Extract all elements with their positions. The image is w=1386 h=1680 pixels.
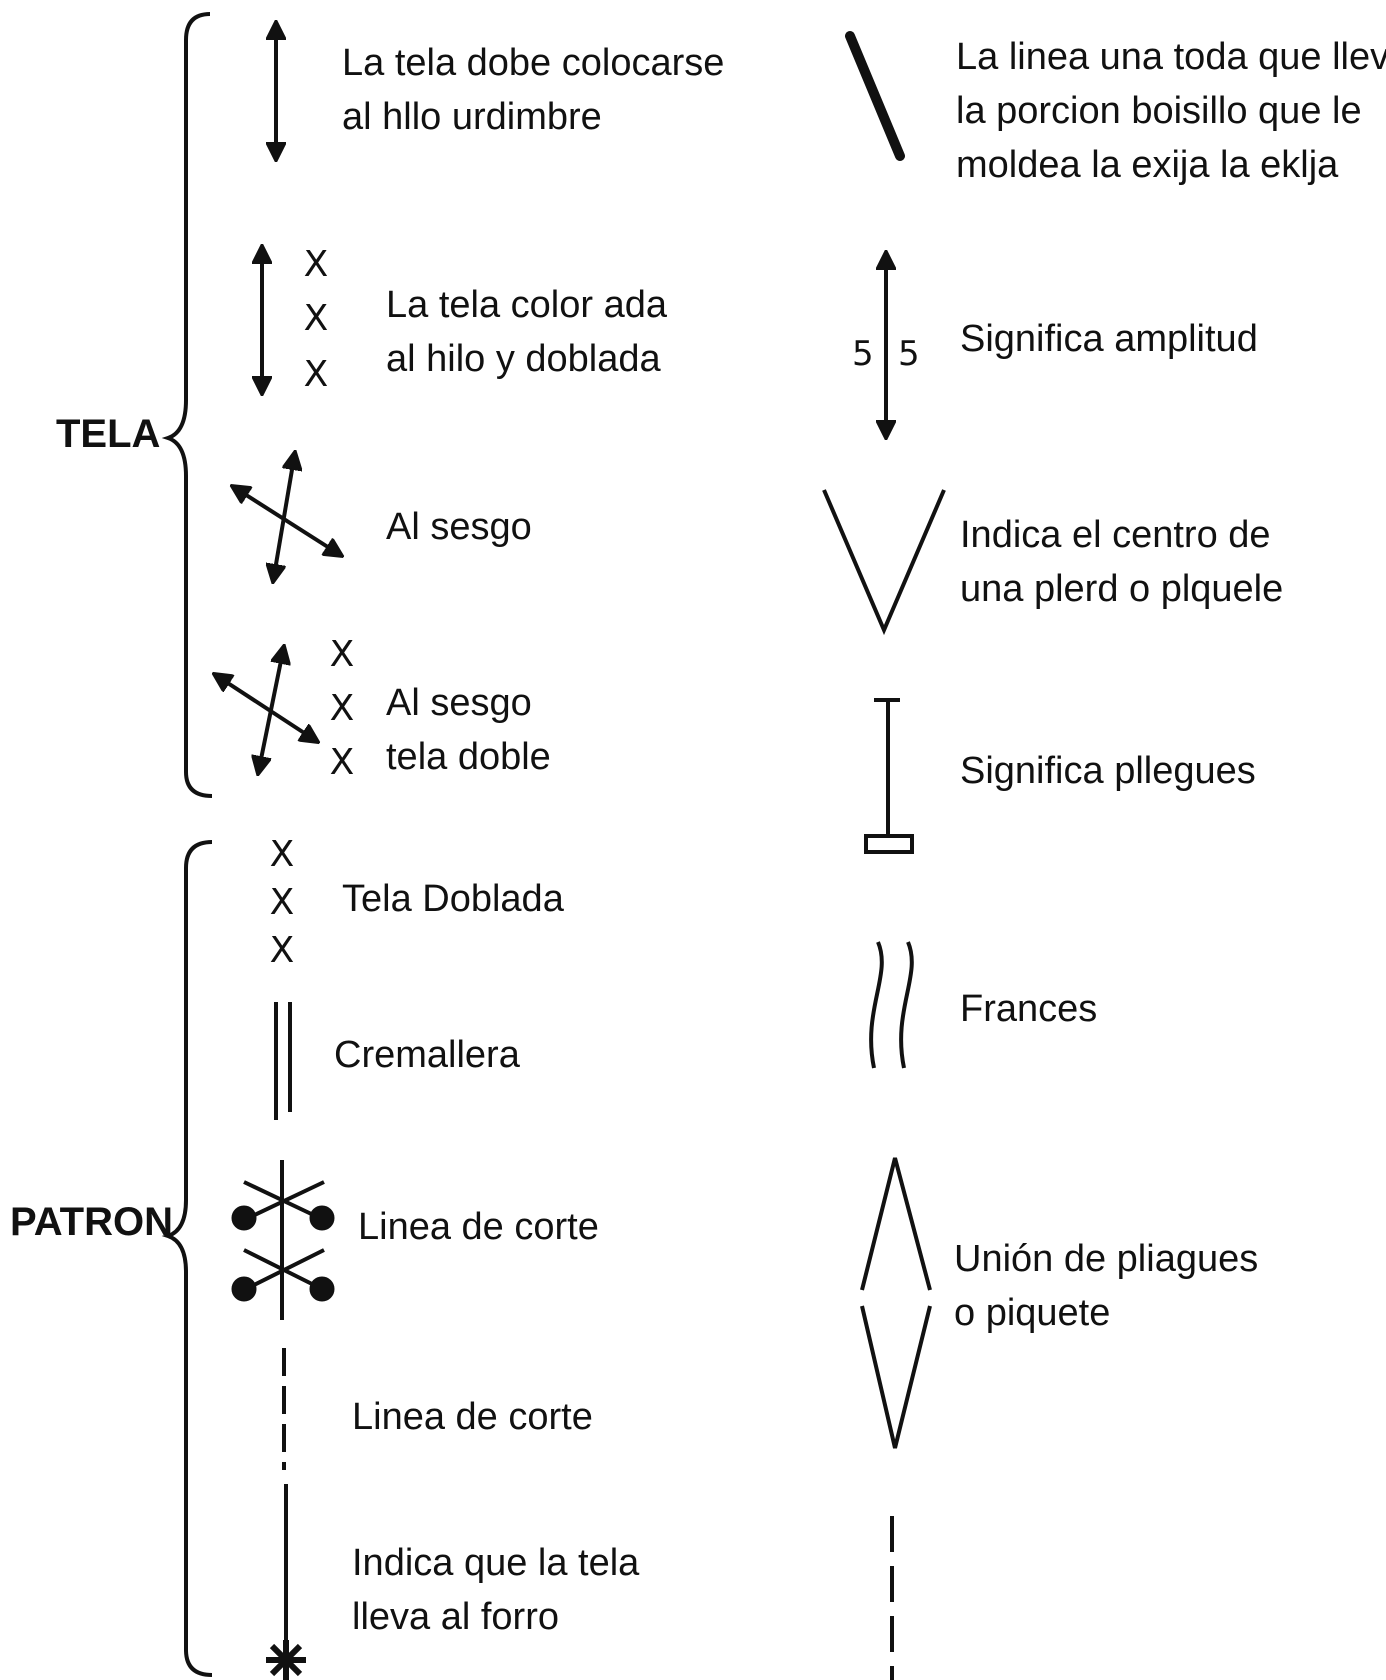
label-al-sesgo: Al sesgo (386, 506, 532, 548)
label-frances: Frances (960, 988, 1098, 1030)
x-mark: X (329, 742, 355, 783)
label-significa-pliegues: Significa pllegues (960, 750, 1256, 792)
x-mark: X (329, 634, 355, 675)
label-union-pliegues: Unión de pliagues o piquete (954, 1238, 1259, 1334)
pleat-marker-icon (864, 698, 914, 854)
x-mark: X (303, 354, 329, 395)
x-mark: X (329, 688, 355, 729)
tela-brace (161, 12, 213, 798)
group-label-patron: PATRON (10, 1200, 173, 1244)
diagonal-bar-icon (845, 31, 905, 161)
label-indica-centro: Indica el centro de una plerd o plquele (960, 514, 1284, 610)
label-linea-de-corte-2: Linea de corte (352, 1396, 593, 1438)
amplitude-number-right: 5 (898, 334, 920, 374)
wavy-lines-icon (869, 941, 914, 1069)
line-with-asterisk-icon (266, 1484, 306, 1680)
x-mark: X (269, 834, 295, 875)
label-hilo-urdimbre: La tela dobe colocarse al hllo urdimbre (342, 42, 725, 138)
v-shape-icon (822, 489, 946, 636)
label-tela-forro: Indica que la tela lleva al forro (352, 1542, 640, 1638)
x-mark: X (303, 298, 329, 339)
diamond-icon (860, 1157, 932, 1449)
label-al-sesgo-tela-doble: Al sesgo tela doble (386, 682, 551, 778)
x-mark: X (303, 244, 329, 285)
patron-brace (161, 840, 213, 1677)
label-cremallera: Cremallera (334, 1034, 520, 1076)
label-significa-amplitud: Significa amplitud (960, 318, 1258, 360)
double-line-icon (274, 1002, 292, 1120)
x-mark: X (269, 882, 295, 923)
amplitude-number-left: 5 (852, 334, 874, 374)
bias-cross-arrows-icon (232, 452, 342, 582)
bias-cross-arrows-x-icon (214, 646, 318, 774)
group-label-tela: TELA (56, 412, 161, 456)
label-linea-bolsillo: La linea una toda que lleva la porcion b… (956, 36, 1386, 186)
cutting-line-dots-icon (231, 1160, 335, 1320)
label-linea-de-corte-1: Linea de corte (358, 1206, 599, 1248)
label-tela-doblada: Tela Doblada (342, 878, 564, 920)
label-tela-doblada-hilo: La tela color ada al hilo y doblada (386, 284, 667, 380)
x-mark: X (269, 930, 295, 971)
